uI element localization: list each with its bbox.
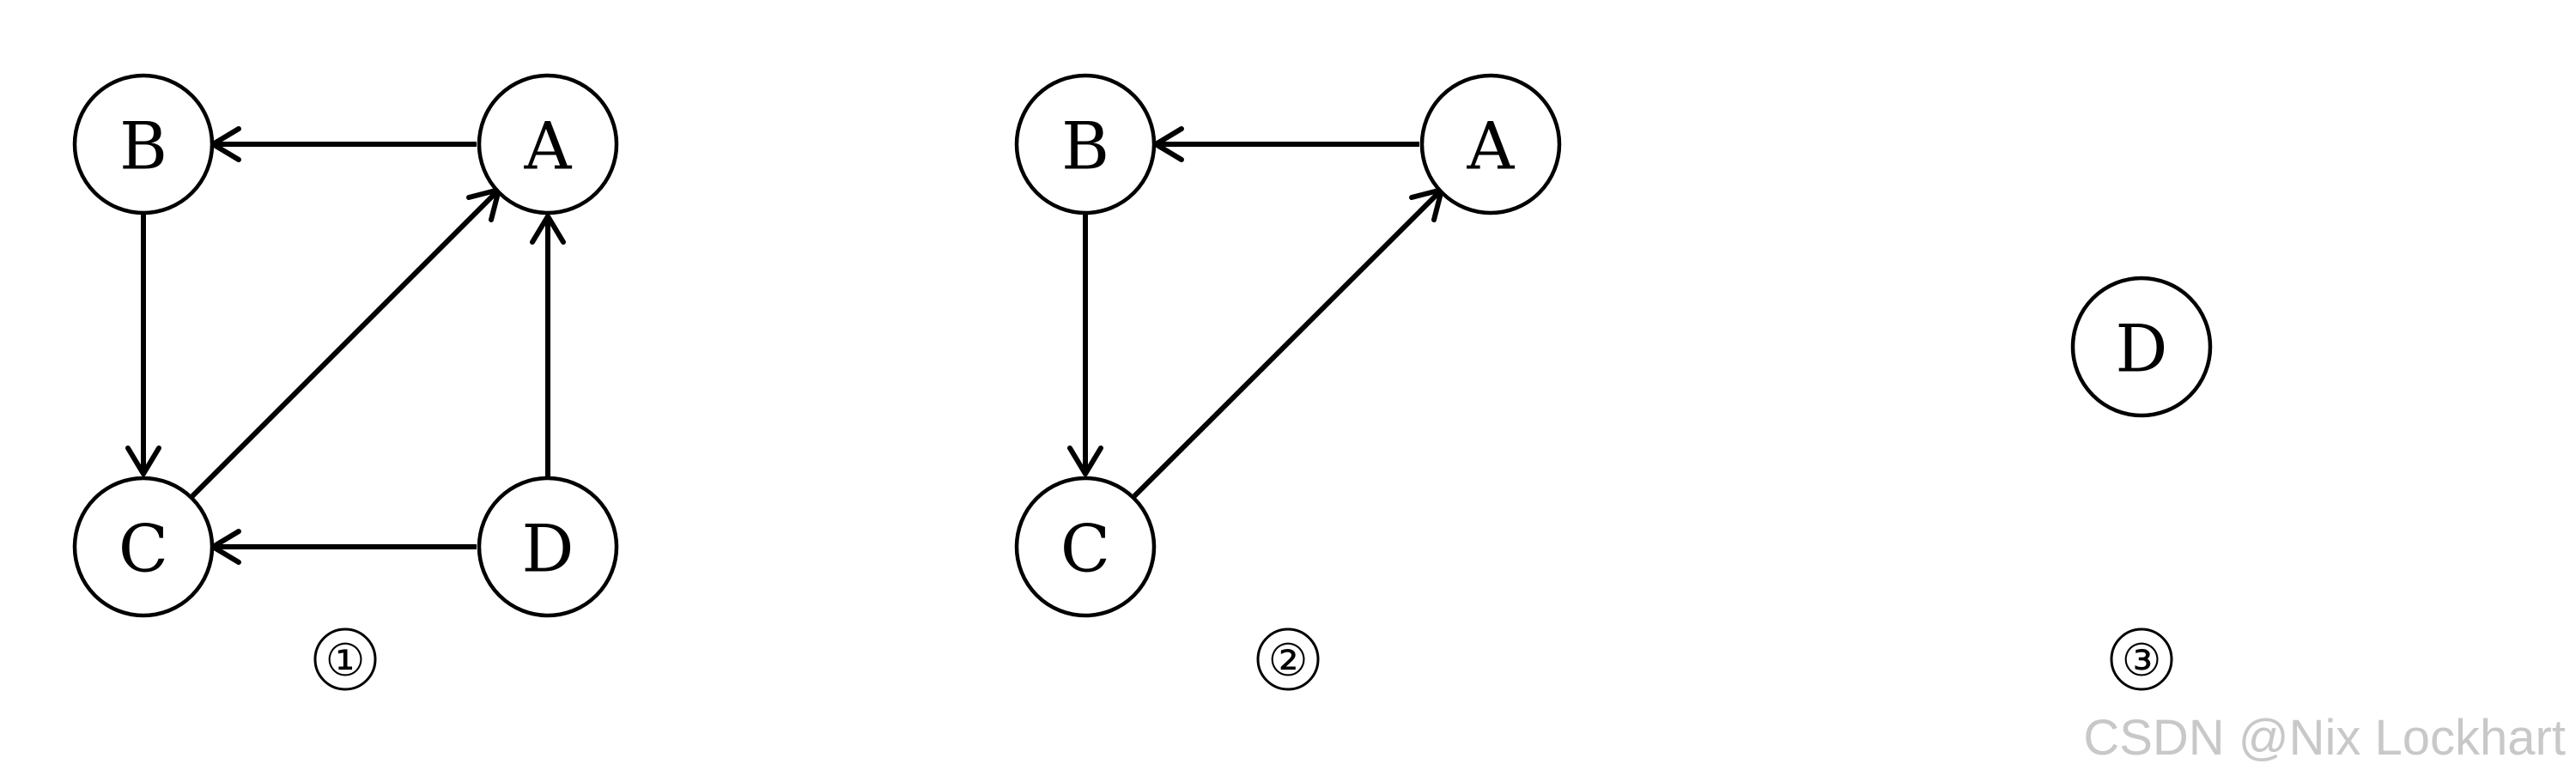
node-d: D bbox=[477, 476, 619, 618]
node-d-label: D bbox=[522, 511, 574, 587]
caption-2: ② bbox=[1256, 628, 1320, 691]
arrowhead-b-to-c bbox=[1067, 446, 1103, 476]
node-b: B bbox=[72, 73, 215, 215]
node-b: B bbox=[1014, 73, 1157, 215]
watermark-text: CSDN @Nix Lockhart bbox=[2083, 710, 2566, 766]
node-d-label: D bbox=[2116, 311, 2168, 387]
node-a-label: A bbox=[524, 108, 573, 185]
graph-1: B A C D ① bbox=[72, 73, 619, 691]
caption-3-label: ③ bbox=[2122, 635, 2162, 687]
node-a-label: A bbox=[1467, 108, 1516, 185]
caption-2-label: ② bbox=[1268, 635, 1309, 687]
caption-3: ③ bbox=[2110, 628, 2173, 691]
node-c: C bbox=[72, 476, 215, 618]
graph-3: D ③ bbox=[2070, 276, 2213, 691]
node-c: C bbox=[1014, 476, 1157, 618]
node-a: A bbox=[477, 73, 619, 215]
node-a: A bbox=[1419, 73, 1562, 215]
node-b-label: B bbox=[119, 108, 167, 185]
arrowhead-b-to-c bbox=[125, 446, 161, 476]
caption-1-label: ① bbox=[325, 635, 366, 687]
graph-2: B A C ② bbox=[1014, 73, 1562, 691]
node-b-label: B bbox=[1061, 108, 1109, 185]
node-c-label: C bbox=[1060, 511, 1110, 587]
node-d: D bbox=[2070, 276, 2213, 418]
caption-1: ① bbox=[313, 628, 377, 691]
edge-c-to-a bbox=[190, 187, 501, 499]
node-c-label: C bbox=[118, 511, 168, 587]
arrowhead-d-to-a bbox=[530, 214, 566, 245]
edge-c-to-a bbox=[1132, 187, 1444, 499]
